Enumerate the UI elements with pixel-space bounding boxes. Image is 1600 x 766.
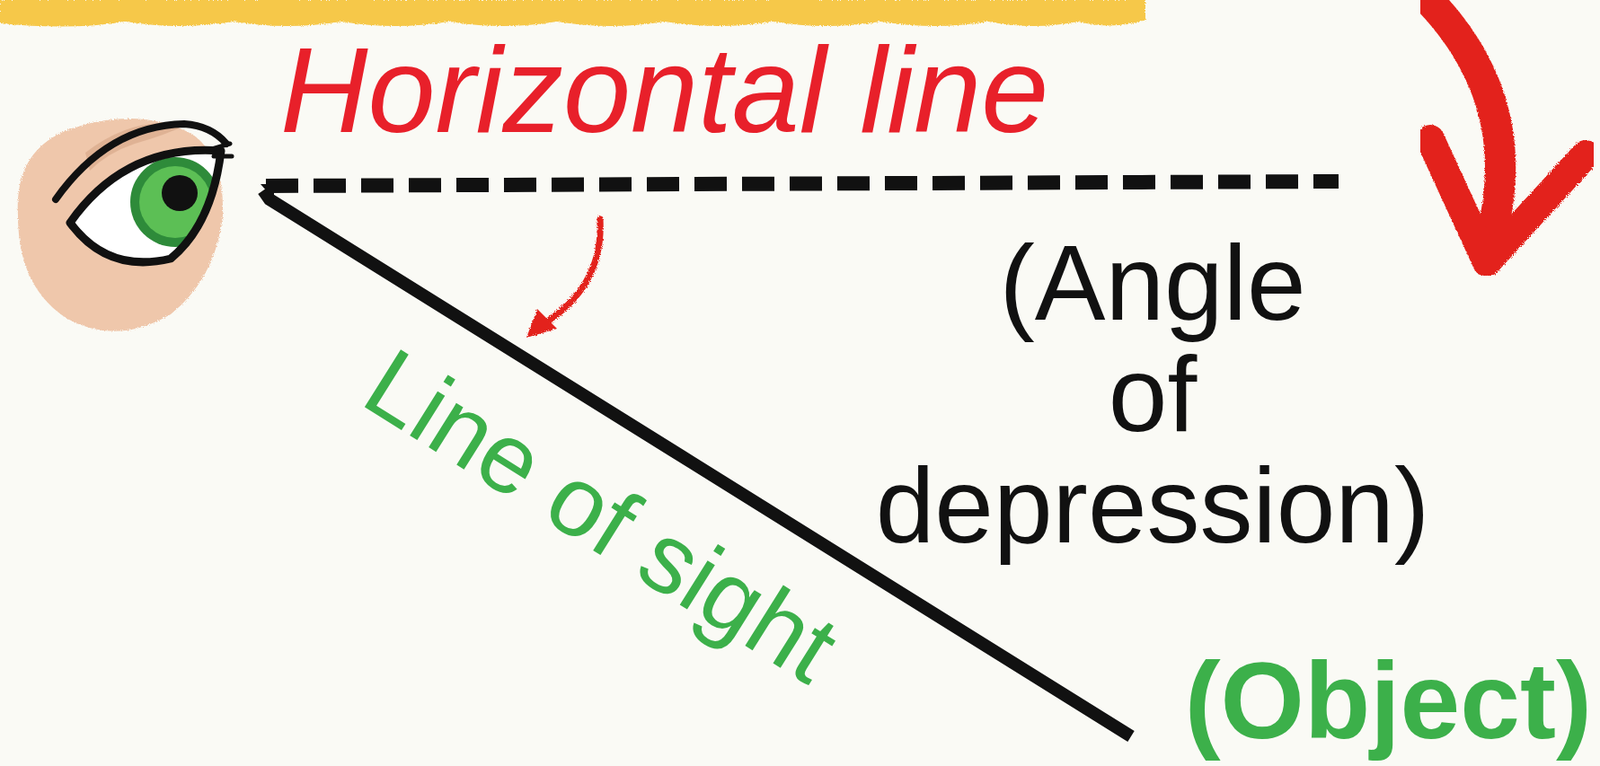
vertex xyxy=(260,184,275,200)
object-label: (Object) xyxy=(1184,646,1592,755)
eye-outline xyxy=(70,150,221,263)
highlight-band xyxy=(0,0,1146,27)
angle-label: (Angle of depression) xyxy=(838,227,1468,562)
horizontal-line-label: Horizontal line xyxy=(280,29,1049,151)
eye-icon xyxy=(17,118,232,332)
eyelashes xyxy=(212,143,232,157)
pupil xyxy=(161,175,198,212)
horizontal-line xyxy=(265,181,1339,186)
angle-arrow xyxy=(526,219,601,338)
eye-white xyxy=(70,150,221,263)
eyelid-crease xyxy=(55,123,227,200)
pointer-arrow xyxy=(1428,0,1586,263)
eye-skin xyxy=(17,118,223,332)
